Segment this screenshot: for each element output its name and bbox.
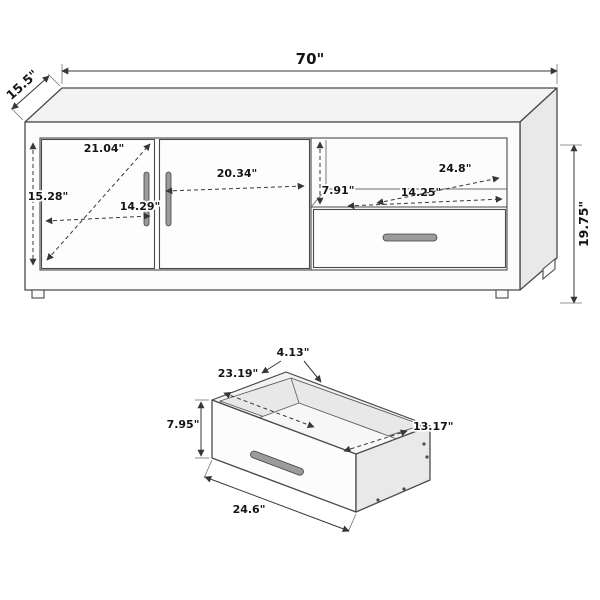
interior-width-label: 23.19" xyxy=(218,367,259,380)
cabinet-interior-height-label: 15.28" xyxy=(28,190,69,203)
leader-arrow xyxy=(261,360,282,374)
console-back-foot xyxy=(542,257,556,281)
console-figure: 70" 15.5" 19.75" 21.04" 15.28" 14.29" xyxy=(1,48,593,304)
dim-rail-height: 4.13" xyxy=(261,344,322,383)
screw-dot-icon xyxy=(376,498,380,502)
console-drawer-handle-icon xyxy=(382,233,438,242)
dimension-arrow xyxy=(223,391,315,429)
dimension-arrow xyxy=(46,143,151,261)
console-left-door-handle-icon xyxy=(143,171,150,227)
front-width-label: 24.6" xyxy=(233,503,266,516)
console-right-foot xyxy=(495,289,509,299)
console-center-door xyxy=(158,138,311,270)
dim-cabinet-diagonal: 21.04" xyxy=(46,140,151,261)
dim-center-door-width: 20.34" xyxy=(165,165,305,195)
interior-depth-label: 13.17" xyxy=(413,420,454,433)
rail-height-label: 4.13" xyxy=(277,346,310,359)
extension-line xyxy=(47,73,61,87)
overall-height-label: 19.75" xyxy=(576,201,591,247)
dim-front-width: 24.6" xyxy=(203,459,357,533)
cabinet-diagonal-label: 21.04" xyxy=(84,142,125,155)
shelf-opening-height-label: 7.91" xyxy=(322,184,355,197)
extension-line xyxy=(10,107,24,121)
console-center-door-handle-icon xyxy=(165,171,172,227)
dimension-arrow xyxy=(165,182,305,195)
dimension-arrow xyxy=(11,75,50,110)
dim-shelf-opening-height: 7.91" xyxy=(316,141,356,205)
center-door-width-label: 20.34" xyxy=(217,167,258,180)
overall-depth-label: 15.5" xyxy=(3,67,41,103)
console-front-opening xyxy=(39,137,508,271)
dim-cabinet-interior-height: 15.28" xyxy=(26,142,70,266)
extension-line xyxy=(203,459,213,479)
screw-dot-icon xyxy=(422,442,426,446)
console-left-foot xyxy=(31,289,45,299)
screw-dot-icon xyxy=(425,455,429,459)
dim-overall-width: 70" xyxy=(61,48,558,84)
dimension-arrow xyxy=(45,212,151,225)
dimension-arrow xyxy=(204,475,350,533)
shelf-diagonal-label: 24.8" xyxy=(439,162,472,175)
extension-line xyxy=(347,513,357,533)
dim-overall-height: 19.75" xyxy=(560,144,593,304)
dim-interior-depth: 13.17" xyxy=(343,418,455,453)
console-top-face xyxy=(24,87,558,123)
drawer-figure: 4.13" 23.19" 13.17" 7.95" 24.6" xyxy=(165,344,455,533)
left-door-width-label: 14.29" xyxy=(120,200,161,213)
screw-dot-icon xyxy=(402,487,406,491)
drawer-handle-icon xyxy=(250,450,304,476)
overall-width-label: 70" xyxy=(296,50,325,68)
front-height-label: 7.95" xyxy=(167,418,200,431)
dim-interior-width: 23.19" xyxy=(216,365,315,429)
leader-arrow xyxy=(303,360,322,383)
dim-front-height: 7.95" xyxy=(165,399,209,459)
dim-left-door-width: 14.29" xyxy=(45,198,162,225)
dim-shelf-diagonal: 24.8" xyxy=(376,160,500,206)
console-right-side-face xyxy=(519,87,558,291)
